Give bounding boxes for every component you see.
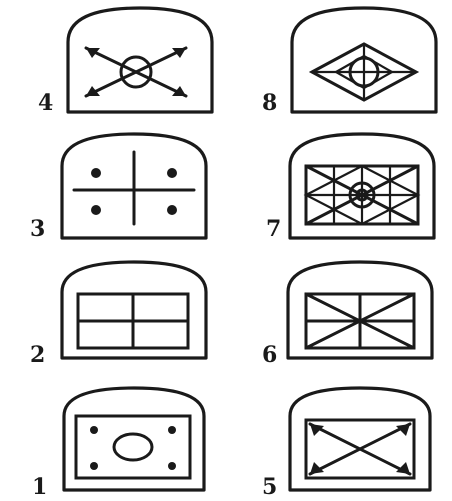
panel-number-1: 1 bbox=[32, 474, 47, 500]
panel-number-3: 3 bbox=[30, 216, 45, 242]
panel-number-5: 5 bbox=[262, 474, 277, 500]
window-panel-1: 1 bbox=[32, 388, 204, 500]
arched-frame bbox=[68, 8, 212, 112]
starburst-frame bbox=[306, 294, 414, 348]
cross-with-four-dots bbox=[74, 152, 194, 224]
arched-frame bbox=[64, 388, 204, 490]
window-panel-2: 2 bbox=[30, 262, 206, 368]
window-panel-5: 5 bbox=[262, 388, 430, 500]
crossed-arrows-with-circle bbox=[86, 48, 186, 96]
window-panel-7: 7 bbox=[266, 134, 434, 242]
window-panel-3: 3 bbox=[30, 134, 206, 242]
circle-with-corner-dots bbox=[76, 416, 190, 478]
panel-number-2: 2 bbox=[30, 342, 45, 368]
window-panel-8: 8 bbox=[262, 8, 436, 116]
panel-number-6: 6 bbox=[262, 342, 277, 368]
crossed-arrows-frame bbox=[306, 420, 414, 478]
diamond-with-circle bbox=[312, 44, 416, 100]
panel-number-4: 4 bbox=[38, 90, 53, 116]
panel-number-8: 8 bbox=[262, 90, 277, 116]
four-panes bbox=[78, 294, 188, 348]
dense-lattice bbox=[306, 166, 418, 224]
panel-number-7: 7 bbox=[266, 216, 281, 242]
window-panel-4: 4 bbox=[38, 8, 212, 116]
window-panel-6: 6 bbox=[262, 262, 432, 368]
